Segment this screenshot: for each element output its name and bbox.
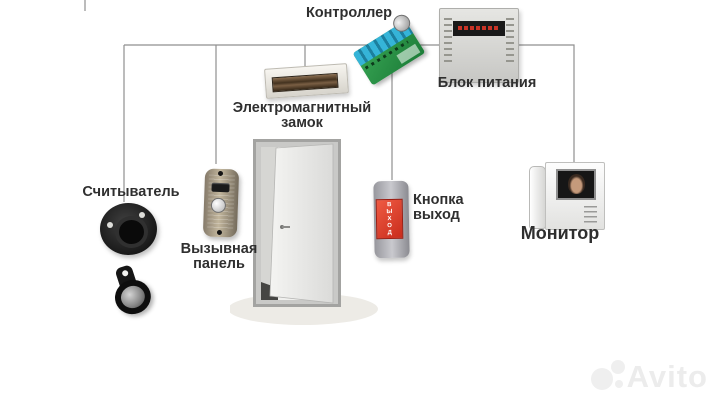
avito-logo-circle-large [590, 368, 613, 390]
avito-logo-circle-small [614, 380, 623, 388]
magnetic-lock-plate [271, 72, 339, 93]
reader-mount-hole-left [107, 222, 113, 228]
door-handle-lever [282, 226, 290, 228]
exit-button-cap-text: ВЫХОД [386, 201, 393, 237]
exit-button-label-line1: Кнопка [413, 192, 464, 208]
avito-logo-icon [590, 358, 627, 392]
magnetic-lock-label-line1: Электромагнитный [232, 100, 372, 116]
monitor-screen [558, 171, 594, 198]
exit-button-label: Кнопка выход [413, 193, 464, 223]
monitor-screen-frame [556, 169, 596, 200]
exit-button-label-line2: выход [413, 207, 460, 223]
controller-label: Контроллер [305, 5, 393, 21]
call-panel-device [202, 168, 240, 238]
reader-label: Считыватель [82, 184, 180, 200]
door-illustration [230, 139, 378, 325]
avito-logo-circle-medium [610, 360, 625, 374]
monitor-screen-face [568, 174, 585, 194]
magnetic-lock-device [264, 63, 349, 99]
exit-button-device: ВЫХОД [373, 180, 410, 259]
reader-mount-hole-right [139, 212, 145, 218]
exit-button-red-cap: ВЫХОД [375, 198, 404, 240]
monitor-buttons [584, 206, 597, 223]
monitor-label: Монитор [520, 223, 600, 243]
psu-vent-right [506, 18, 514, 66]
controller-pcb [352, 11, 426, 86]
psu-label-strip [453, 21, 505, 36]
monitor-device [529, 162, 605, 230]
call-panel-label: Вызывная панель [181, 242, 258, 272]
psu-vent-left [444, 18, 452, 66]
call-panel-camera-window [211, 182, 230, 193]
controller-device [352, 11, 426, 86]
monitor-handset [529, 166, 546, 229]
magnetic-lock-label-line2: замок [281, 115, 323, 131]
reader-contact-ring [115, 216, 148, 248]
power-supply-device [439, 8, 519, 83]
call-panel-screw-bottom [216, 229, 223, 236]
magnetic-lock-label: Электромагнитный замок [233, 101, 371, 131]
psu-label-red-text [458, 26, 500, 30]
reader-device [100, 203, 157, 255]
monitor-body [545, 162, 605, 230]
avito-watermark: Avito [590, 358, 708, 394]
door-leaf [269, 143, 334, 304]
power-supply-label: Блок питания [437, 75, 537, 91]
call-panel-label-line1: Вызывная [180, 241, 258, 257]
wire-psu-to-monitor [517, 44, 575, 164]
call-panel-label-line2: панель [193, 256, 245, 272]
avito-watermark-text: Avito [626, 359, 708, 394]
